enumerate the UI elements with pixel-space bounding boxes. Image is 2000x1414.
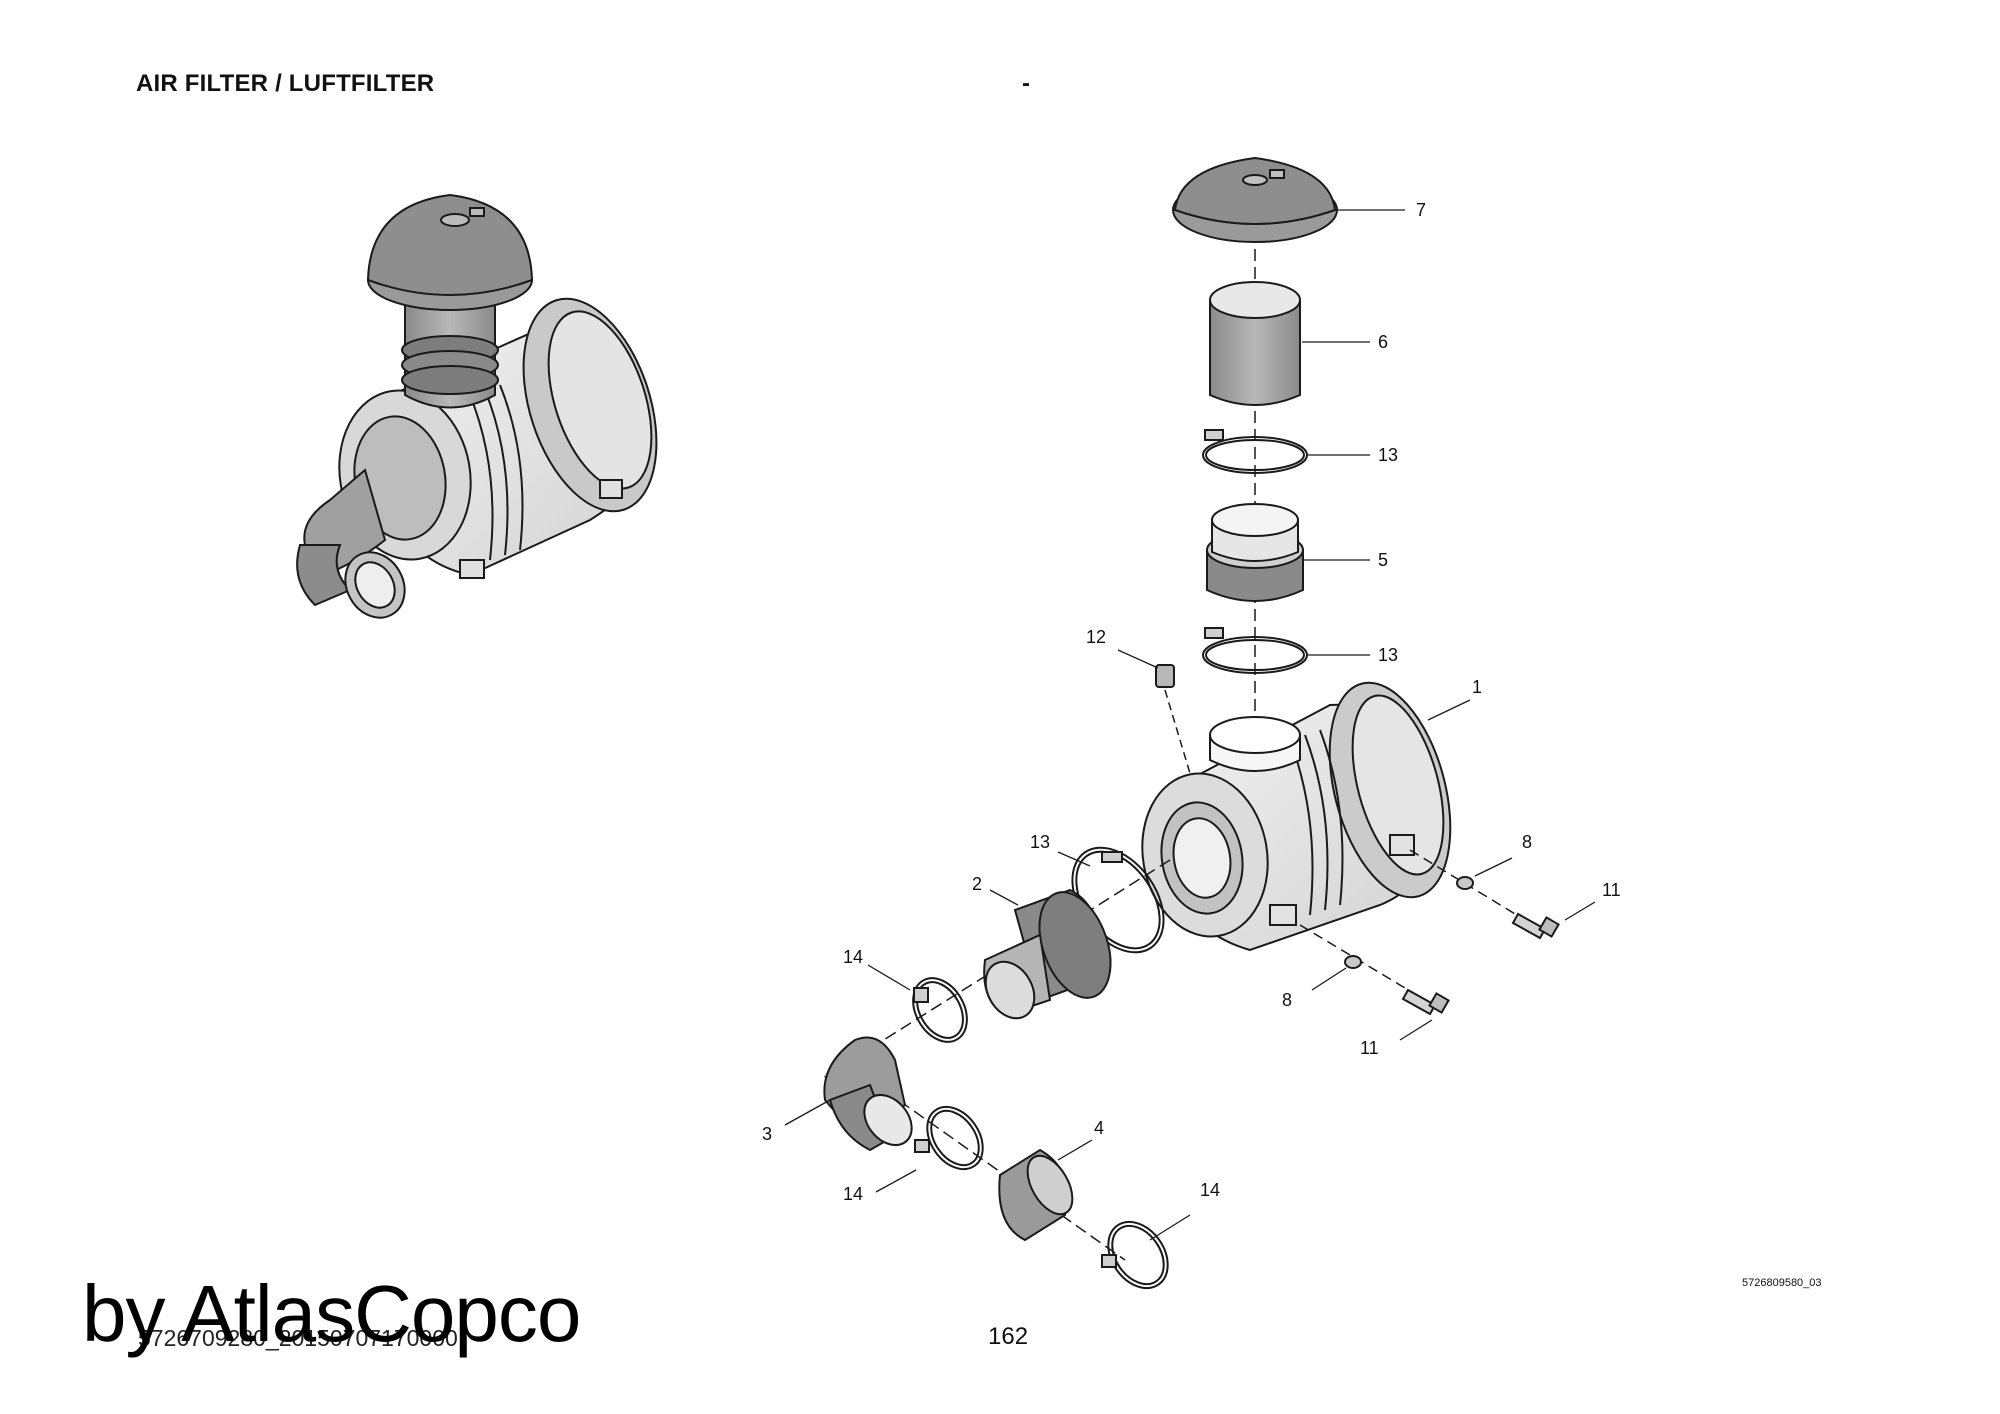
callout-11: 11 xyxy=(1602,880,1621,900)
part-14-hose-clamp-c xyxy=(1101,1220,1169,1290)
part-6-filter-element xyxy=(1209,281,1301,406)
callout-1: 1 xyxy=(1472,677,1482,697)
exploded-view: 7 6 13 5 13 12 1 13 2 8 11 14 8 11 3 4 1… xyxy=(762,156,1621,1290)
part-13-clamp-upper xyxy=(1202,429,1308,474)
callout-11: 11 xyxy=(1360,1038,1379,1058)
leader-lines xyxy=(784,209,1596,1241)
page-title: AIR FILTER / LUFTFILTER xyxy=(136,70,435,97)
part-14-hose-clamp-b xyxy=(914,1105,984,1171)
part-12-service-indicator xyxy=(1155,664,1196,791)
part-11-bolt-a xyxy=(1511,912,1560,940)
callout-8: 8 xyxy=(1522,832,1532,852)
callout-8: 8 xyxy=(1282,990,1292,1010)
header-separator: - xyxy=(1022,70,1030,97)
callout-7: 7 xyxy=(1416,200,1426,220)
part-8-washer-b xyxy=(1344,955,1362,969)
part-3-elbow xyxy=(823,1036,913,1152)
callout-14: 14 xyxy=(843,1184,863,1204)
callout-6: 6 xyxy=(1378,332,1388,352)
callout-14: 14 xyxy=(1200,1180,1220,1200)
part-7-cover xyxy=(1172,156,1338,243)
part-1-filter-housing xyxy=(1141,681,1452,952)
callout-13: 13 xyxy=(1378,645,1398,665)
callout-13: 13 xyxy=(1378,445,1398,465)
callout-13: 13 xyxy=(1030,832,1050,852)
callout-4: 4 xyxy=(1094,1118,1104,1138)
callout-14: 14 xyxy=(843,947,863,967)
part-13-clamp-middle xyxy=(1202,627,1308,674)
watermark: by AtlasCopco xyxy=(82,1269,581,1358)
part-2-reducer-hose xyxy=(983,888,1112,1020)
page-number: 162 xyxy=(988,1323,1029,1350)
drawing-code: 5726809580_03 xyxy=(1742,1277,1822,1289)
assembled-air-filter-illustration xyxy=(296,193,658,619)
callout-12: 12 xyxy=(1086,627,1106,647)
callout-3: 3 xyxy=(762,1124,772,1144)
part-11-bolt-b xyxy=(1401,988,1450,1016)
part-5-hose xyxy=(1206,503,1304,602)
part-14-hose-clamp-a xyxy=(912,977,968,1043)
callout-labels: 7 6 13 5 13 12 1 13 2 8 11 14 8 11 3 4 1… xyxy=(762,200,1621,1204)
callout-2: 2 xyxy=(972,874,982,894)
part-4-straight-hose xyxy=(998,1148,1074,1242)
document-code: 5726709280_20150707170000 xyxy=(138,1325,458,1351)
callout-5: 5 xyxy=(1378,550,1388,570)
part-8-washer-a xyxy=(1456,876,1474,890)
